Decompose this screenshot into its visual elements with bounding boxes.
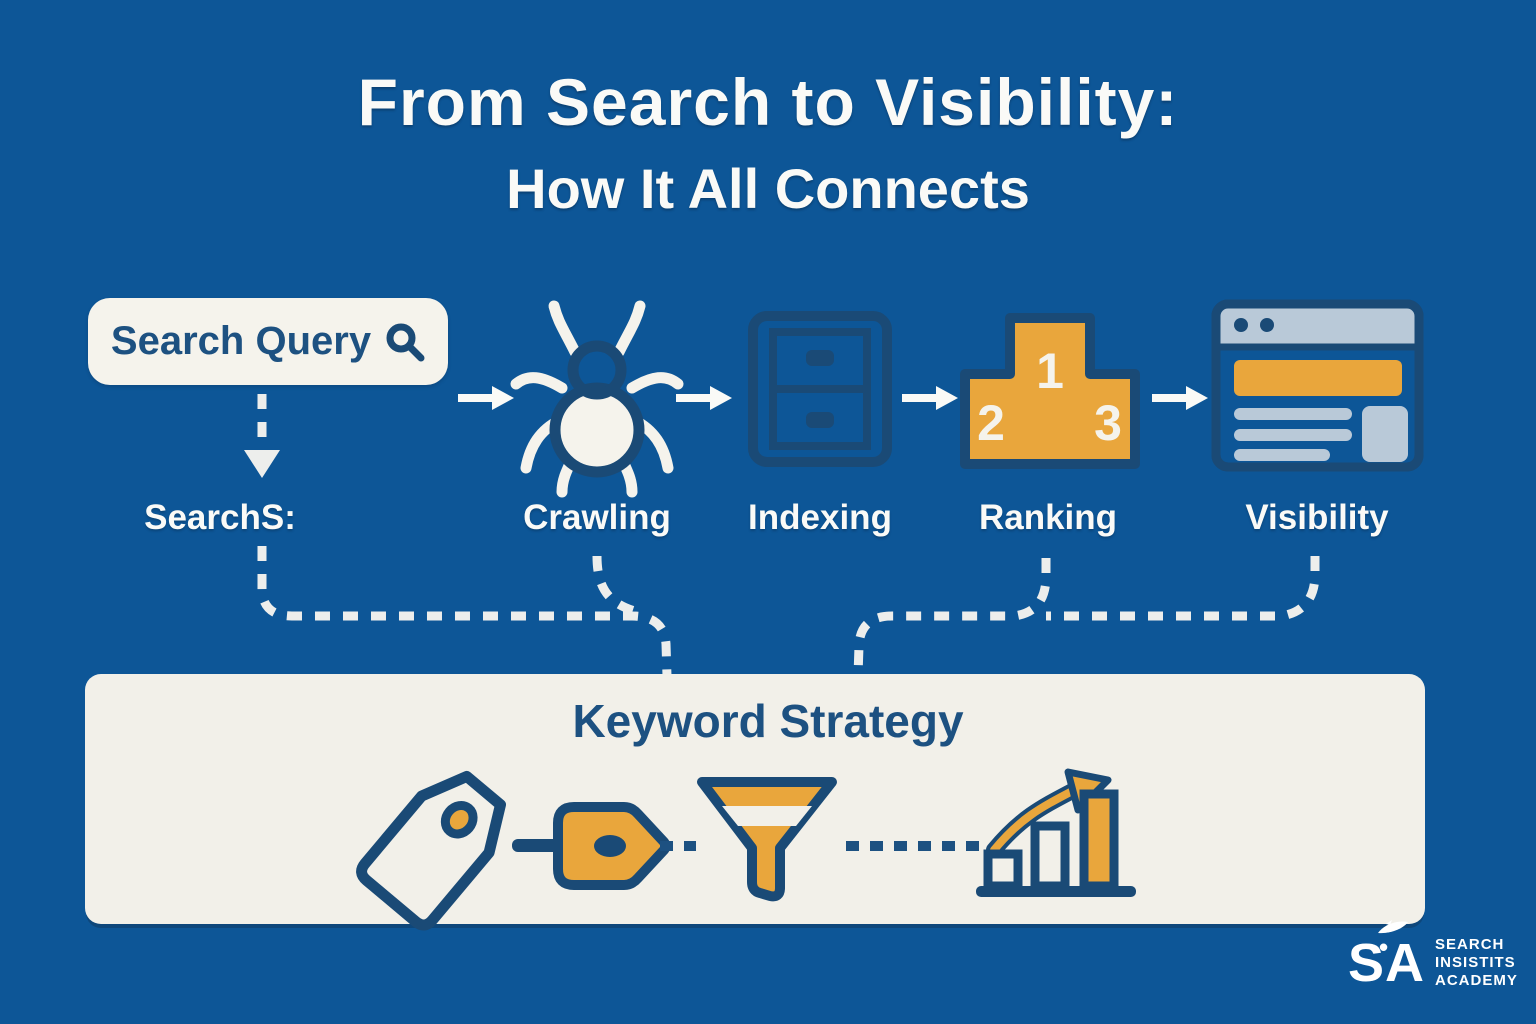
browser-text-line <box>1234 429 1352 441</box>
logo-line-1: SEARCH <box>1435 936 1505 953</box>
browser-window-icon <box>1211 299 1424 472</box>
podium-number-2: 2 <box>977 395 1005 451</box>
search-query-label: Search Query <box>110 319 372 363</box>
price-tag-icon <box>356 770 506 931</box>
step-label-ranking: Ranking <box>978 498 1118 537</box>
file-cabinet-icon <box>748 311 892 467</box>
infographic-title: From Search to Visibility: How It All Co… <box>0 64 1536 221</box>
podium-number-1: 1 <box>1036 343 1064 399</box>
logo-wordmark: SEARCH INSISTITS ACADEMY <box>1435 936 1518 990</box>
arrow-icon-2 <box>676 386 732 410</box>
step-label-search: SearchS: <box>144 498 296 537</box>
spider-crawler-icon <box>510 300 684 498</box>
browser-thumbnail <box>1362 406 1408 462</box>
growth-chart-icon <box>976 768 1136 897</box>
ranking-podium-icon: 1 2 3 <box>960 313 1140 469</box>
step-label-visibility: Visibility <box>1245 498 1389 537</box>
keyword-key-icon <box>512 802 671 890</box>
step-label-indexing: Indexing <box>748 498 892 537</box>
keyword-strategy-title: Keyword Strategy <box>572 695 964 747</box>
browser-text-line <box>1234 449 1330 461</box>
browser-banner <box>1234 360 1402 396</box>
rocket-icon <box>1378 920 1408 934</box>
browser-dot-1 <box>1234 318 1248 332</box>
arrow-icon-3 <box>902 386 958 410</box>
brand-logo: SA • SEARCH INSISTITS ACADEMY <box>1348 920 1518 993</box>
logo-letters: SA <box>1348 933 1426 993</box>
logo-line-2: INSISTITS <box>1435 954 1516 971</box>
arrow-icon-4 <box>1152 386 1208 410</box>
step-label-crawling: Crawling <box>523 498 671 537</box>
logo-line-3: ACADEMY <box>1435 972 1518 989</box>
down-arrow-dashed <box>244 394 280 478</box>
logo-abbr: SA • <box>1348 920 1426 993</box>
search-icon <box>386 323 425 361</box>
arrow-icon-1 <box>458 386 514 410</box>
browser-text-line <box>1234 408 1352 420</box>
title-line-1: From Search to Visibility: <box>357 65 1179 139</box>
search-query-box: Search Query <box>88 298 448 385</box>
title-line-2: How It All Connects <box>506 157 1030 220</box>
logo-dot: • <box>1379 932 1390 962</box>
podium-number-3: 3 <box>1094 395 1122 451</box>
funnel-icon <box>697 777 837 902</box>
browser-dot-2 <box>1260 318 1274 332</box>
